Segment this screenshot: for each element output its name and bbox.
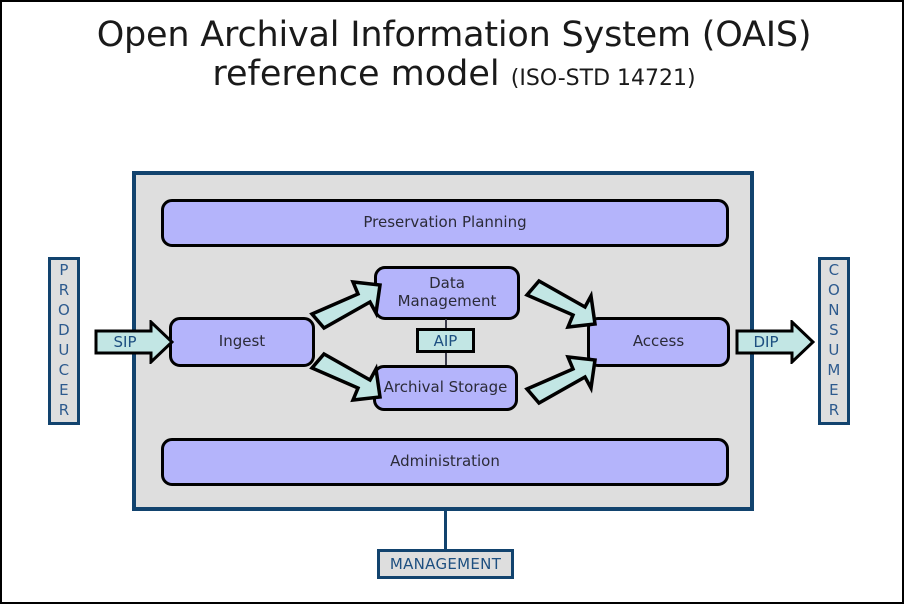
box-access[interactable]: Access	[587, 317, 730, 367]
arrow-sip-shape	[94, 318, 175, 366]
arrow-ingest-to-data-management[interactable]	[308, 274, 386, 332]
management-connector-line	[444, 507, 447, 550]
actor-consumer-letter: C	[828, 261, 840, 280]
actor-consumer-letter: S	[829, 321, 839, 340]
actor-producer-letter: R	[58, 400, 70, 419]
box-archival-storage-label: Archival Storage	[383, 378, 508, 397]
arrow-sip[interactable]: SIP	[94, 318, 175, 366]
box-data-management-label-line1: Data	[429, 274, 465, 293]
arrow-ingest-to-archival-storage-shape	[309, 351, 382, 403]
actor-producer-letter: P	[59, 261, 69, 280]
arrow-dip-shape	[735, 318, 816, 366]
actor-consumer-letter: N	[828, 301, 840, 320]
actor-consumer-letter: R	[828, 400, 840, 419]
box-preservation-planning-label: Preservation Planning	[363, 213, 527, 232]
actor-consumer-letter: M	[827, 360, 841, 379]
actor-consumer-letter: U	[828, 341, 840, 359]
box-ingest-label: Ingest	[218, 332, 266, 351]
actor-producer-letter: O	[57, 301, 70, 320]
box-administration[interactable]: Administration	[161, 438, 729, 486]
arrow-data-management-to-access[interactable]	[523, 277, 605, 335]
page-title: Open Archival Information System (OAIS) …	[2, 15, 902, 95]
actor-producer-letter: E	[59, 380, 69, 399]
actor-producer-letter: C	[58, 360, 70, 379]
actor-producer-letter: U	[58, 341, 70, 359]
box-access-label: Access	[632, 332, 685, 351]
title-line-2: reference model (ISO-STD 14721)	[2, 54, 902, 95]
box-aip-label: AIP	[433, 331, 458, 350]
arrow-ingest-to-data-management-shape	[309, 279, 382, 331]
box-ingest[interactable]: Ingest	[169, 317, 315, 367]
arrow-archival-storage-to-access[interactable]	[523, 349, 605, 407]
actor-consumer-letter: O	[827, 281, 840, 300]
actor-producer-letter: D	[58, 321, 70, 340]
box-data-management-label-line2: Management	[397, 292, 497, 310]
title-line-2-text: reference model	[212, 54, 500, 95]
box-management-label: MANAGEMENT	[389, 555, 502, 573]
box-aip[interactable]: AIP	[416, 328, 475, 353]
box-administration-label: Administration	[390, 452, 500, 471]
arrow-ingest-to-archival-storage[interactable]	[308, 350, 386, 408]
actor-producer[interactable]: P R O D U C E R	[48, 257, 80, 425]
actor-consumer-letter: E	[829, 380, 839, 399]
box-preservation-planning[interactable]: Preservation Planning	[161, 199, 729, 247]
arrow-archival-storage-to-access-shape	[524, 354, 597, 406]
title-line-1: Open Archival Information System (OAIS)	[96, 15, 812, 55]
actor-producer-letter: R	[58, 281, 70, 300]
box-management[interactable]: MANAGEMENT	[377, 549, 514, 579]
actor-consumer[interactable]: C O N S U M E R	[818, 257, 850, 425]
arrow-data-management-to-access-shape	[524, 278, 597, 330]
box-archival-storage[interactable]: Archival Storage	[373, 365, 518, 411]
title-standard: (ISO-STD 14721)	[510, 66, 696, 92]
arrow-dip[interactable]: DIP	[735, 318, 816, 366]
